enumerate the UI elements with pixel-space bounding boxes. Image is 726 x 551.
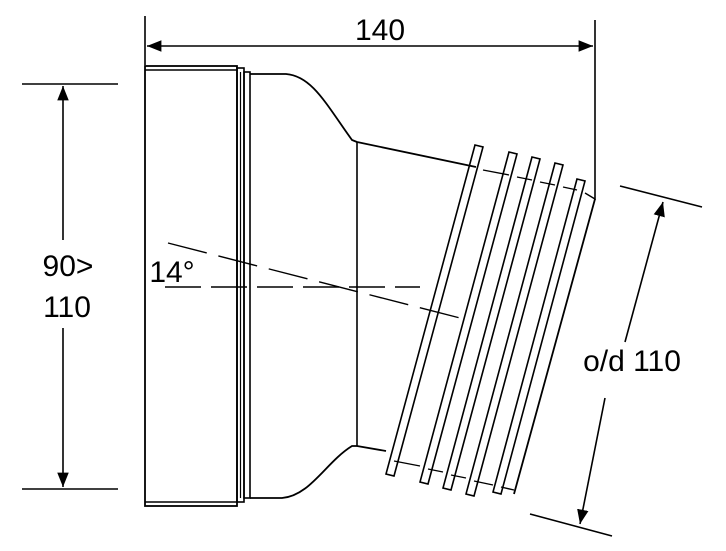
od-extension-bottom [529,513,613,537]
body-top-curve [250,73,358,143]
od-dimension-line-lower [577,397,606,525]
angle-label: 14° [149,256,194,289]
outlet-bottom-edge [356,445,387,452]
rib-5 [492,178,586,495]
od-dimension-line-upper [624,201,665,343]
outlet-diameter-label: o/d 110 [583,345,681,378]
inlet-collar [144,65,251,507]
seal-ring-inner [243,71,251,499]
rib-3 [442,156,541,491]
rib-2 [419,151,518,485]
outlet-top-edge [356,141,477,168]
angle-indicator: 14° [149,242,461,319]
rib-1 [385,144,484,477]
rib-4 [465,162,564,497]
length-label: 140 [355,14,405,47]
body-bottom-curve [250,445,357,499]
inlet-range-top-label: 90> [43,250,94,283]
spigot-end [513,198,596,495]
outlet-ribs [385,144,596,497]
angled-centreline [167,242,461,319]
outlet-diameter-dimension: o/d 110 [529,185,703,537]
od-extension-top [619,185,703,208]
length-dimension: 140 [144,14,596,200]
inlet-dimension: 90> 110 [22,83,118,490]
inlet-range-bottom-label: 110 [43,291,91,324]
connector-body [250,73,477,499]
